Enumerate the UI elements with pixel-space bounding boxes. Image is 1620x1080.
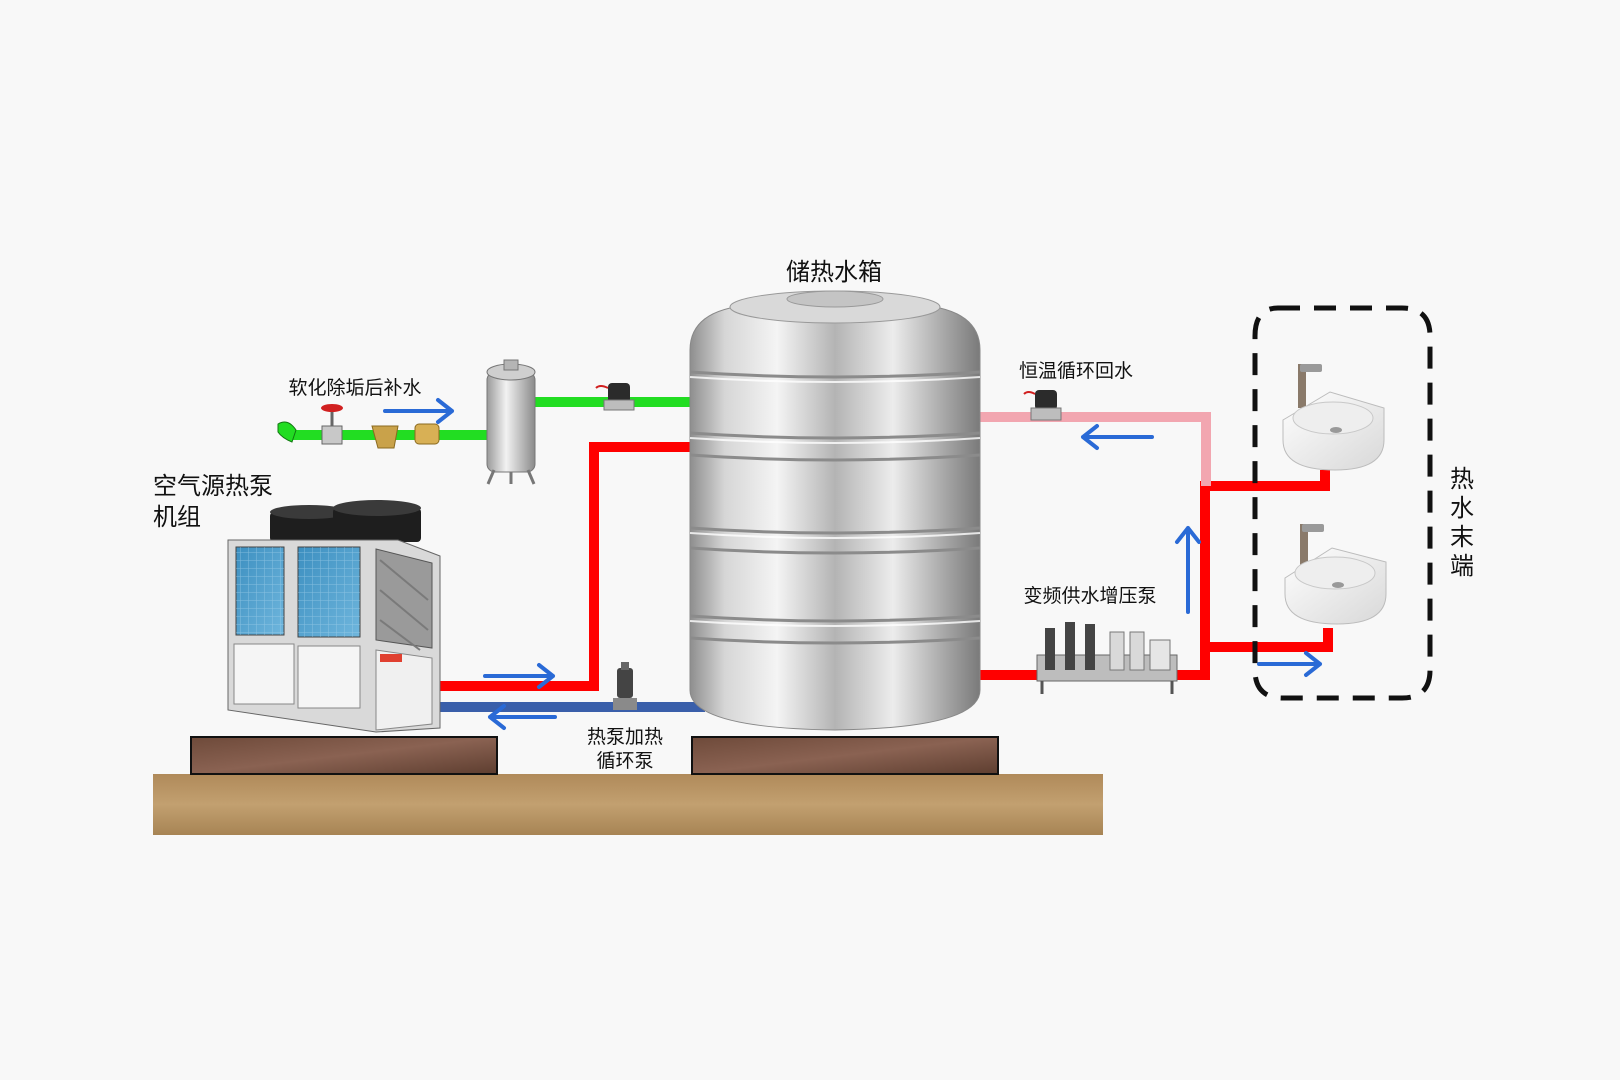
arrow-left-icon (1081, 424, 1154, 450)
heat-pump-foundation (190, 736, 498, 775)
gate-valve-icon (321, 404, 343, 445)
heat-pump-supply-pipe (440, 442, 690, 691)
heat-pump-label-line2: 机组 (153, 503, 201, 531)
softening-filter (486, 359, 536, 485)
storage-tank (689, 290, 981, 731)
booster-pump-label: 变频供水增压泵 (1023, 585, 1156, 607)
arrow-left-icon (488, 704, 557, 730)
strainer-icon (371, 425, 399, 449)
hot-water-terminal-boundary (1252, 305, 1433, 701)
tank-foundation (691, 736, 999, 775)
flow-arrows (383, 398, 1322, 730)
makeup-water-label: 软化除垢后补水 (288, 377, 421, 399)
heating-pump-label-line2: 循环泵 (596, 750, 653, 772)
inlet-bend (277, 421, 297, 443)
heat-pump-label-line1: 空气源热泵 (153, 472, 273, 500)
terminal-label-char-3: 末 (1450, 523, 1474, 551)
sink-upper (1282, 364, 1385, 471)
arrow-up-icon (1175, 526, 1201, 614)
heat-pump-unit (227, 500, 441, 733)
sink-lower (1284, 524, 1387, 625)
arrow-right-icon (483, 663, 555, 689)
check-valve-icon (414, 423, 440, 445)
terminal-label-char-2: 水 (1450, 494, 1474, 522)
heating-pump-label-line1: 热泵加热 (587, 726, 663, 748)
ground (153, 774, 1103, 835)
solenoid-valve-makeup (595, 383, 635, 411)
terminal-label-char-1: 热 (1450, 465, 1474, 493)
return-water-label: 恒温循环回水 (1019, 360, 1133, 382)
arrow-right-icon (383, 398, 454, 424)
hot-supply-branch (1205, 628, 1333, 652)
makeup-valves (277, 404, 440, 449)
terminal-label-char-4: 端 (1450, 552, 1474, 580)
booster-pump-set (1036, 622, 1178, 694)
storage-tank-label: 储热水箱 (786, 258, 882, 286)
heating-circulation-pump (613, 662, 637, 710)
arrow-right-icon (1257, 651, 1322, 677)
solenoid-valve-return (1023, 390, 1062, 421)
